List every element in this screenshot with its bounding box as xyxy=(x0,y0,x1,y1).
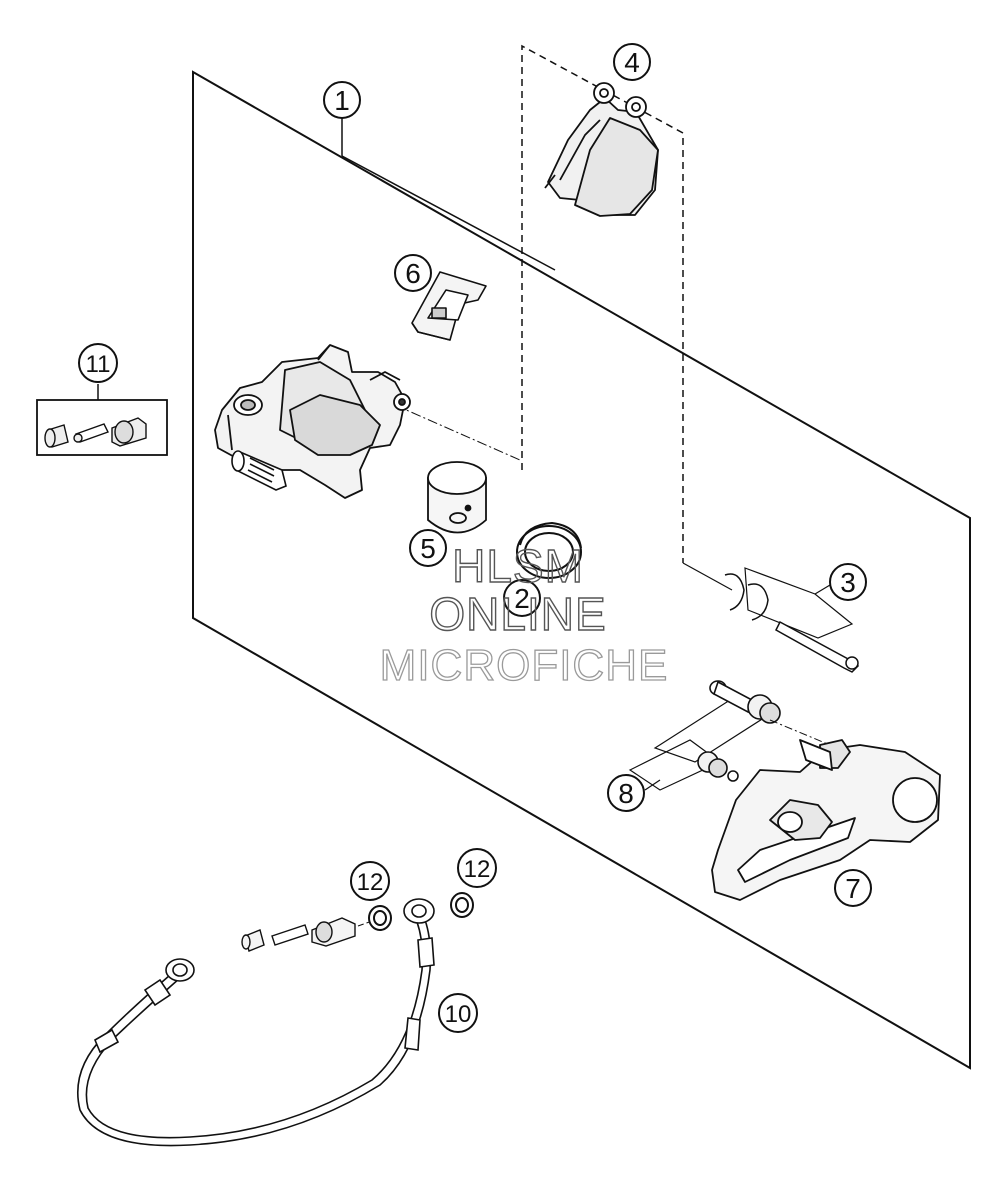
callout-1-label: 1 xyxy=(334,85,350,116)
callout-10: 10 xyxy=(438,993,478,1033)
pad-spring-clip xyxy=(411,271,487,341)
bleeder-kit-box xyxy=(36,399,168,456)
banjo-axis-line xyxy=(357,919,376,927)
watermark: HLSM ONLINE MICROFICHE xyxy=(379,539,669,690)
callout-10-label: 10 xyxy=(445,1001,472,1028)
callout-5-label: 5 xyxy=(420,533,436,564)
callout-12-right-label: 12 xyxy=(464,856,491,883)
callout-11-label: 11 xyxy=(86,351,111,378)
slide-bolt-part xyxy=(628,680,781,791)
callout-3-label: 3 xyxy=(840,567,856,598)
callout-1: 1 xyxy=(323,81,361,119)
caliper-bracket-part xyxy=(711,739,941,901)
bleeder-kit-part xyxy=(44,417,147,448)
caliper-pin xyxy=(231,450,287,491)
callout-11: 11 xyxy=(78,343,118,383)
callout-12-left-label: 12 xyxy=(357,869,384,896)
pad-pin-guide xyxy=(682,562,733,591)
banjo-bolt-part xyxy=(241,917,356,952)
callout-8-label: 8 xyxy=(618,778,634,809)
callout-3-leader xyxy=(814,584,831,595)
watermark-line-1: HLSM xyxy=(452,540,584,592)
axis-line xyxy=(394,404,521,461)
assembly-frame xyxy=(192,70,971,1070)
callout-4-label: 4 xyxy=(624,47,640,78)
callout-6: 6 xyxy=(394,254,432,292)
callout-6-label: 6 xyxy=(405,258,421,289)
callout-2: 2 xyxy=(503,579,541,617)
callout-2-label: 2 xyxy=(514,583,530,614)
piston-part xyxy=(427,461,487,534)
callout-7: 7 xyxy=(834,869,872,907)
callout-12-left: 12 xyxy=(350,861,390,901)
watermark-line-2: ONLINE xyxy=(429,588,606,640)
watermark-line-3: MICROFICHE xyxy=(380,641,669,690)
frame-divider-line xyxy=(341,155,556,271)
seal-ring-part xyxy=(516,521,582,579)
callout-12-right: 12 xyxy=(457,848,497,888)
callout-5: 5 xyxy=(409,529,447,567)
callout-4: 4 xyxy=(613,43,651,81)
callout-8: 8 xyxy=(607,774,645,812)
sealing-washer-part xyxy=(368,892,474,931)
bolt-axis-line xyxy=(769,719,831,746)
pin-clip-part xyxy=(724,567,860,673)
callout-3: 3 xyxy=(829,563,867,601)
brake-pad-part xyxy=(544,82,659,217)
callout-7-label: 7 xyxy=(845,873,861,904)
pad-dash-guide xyxy=(521,44,684,563)
brake-hose-part xyxy=(77,898,435,1147)
caliper-body xyxy=(214,344,411,499)
callout-8-leader xyxy=(644,779,661,791)
